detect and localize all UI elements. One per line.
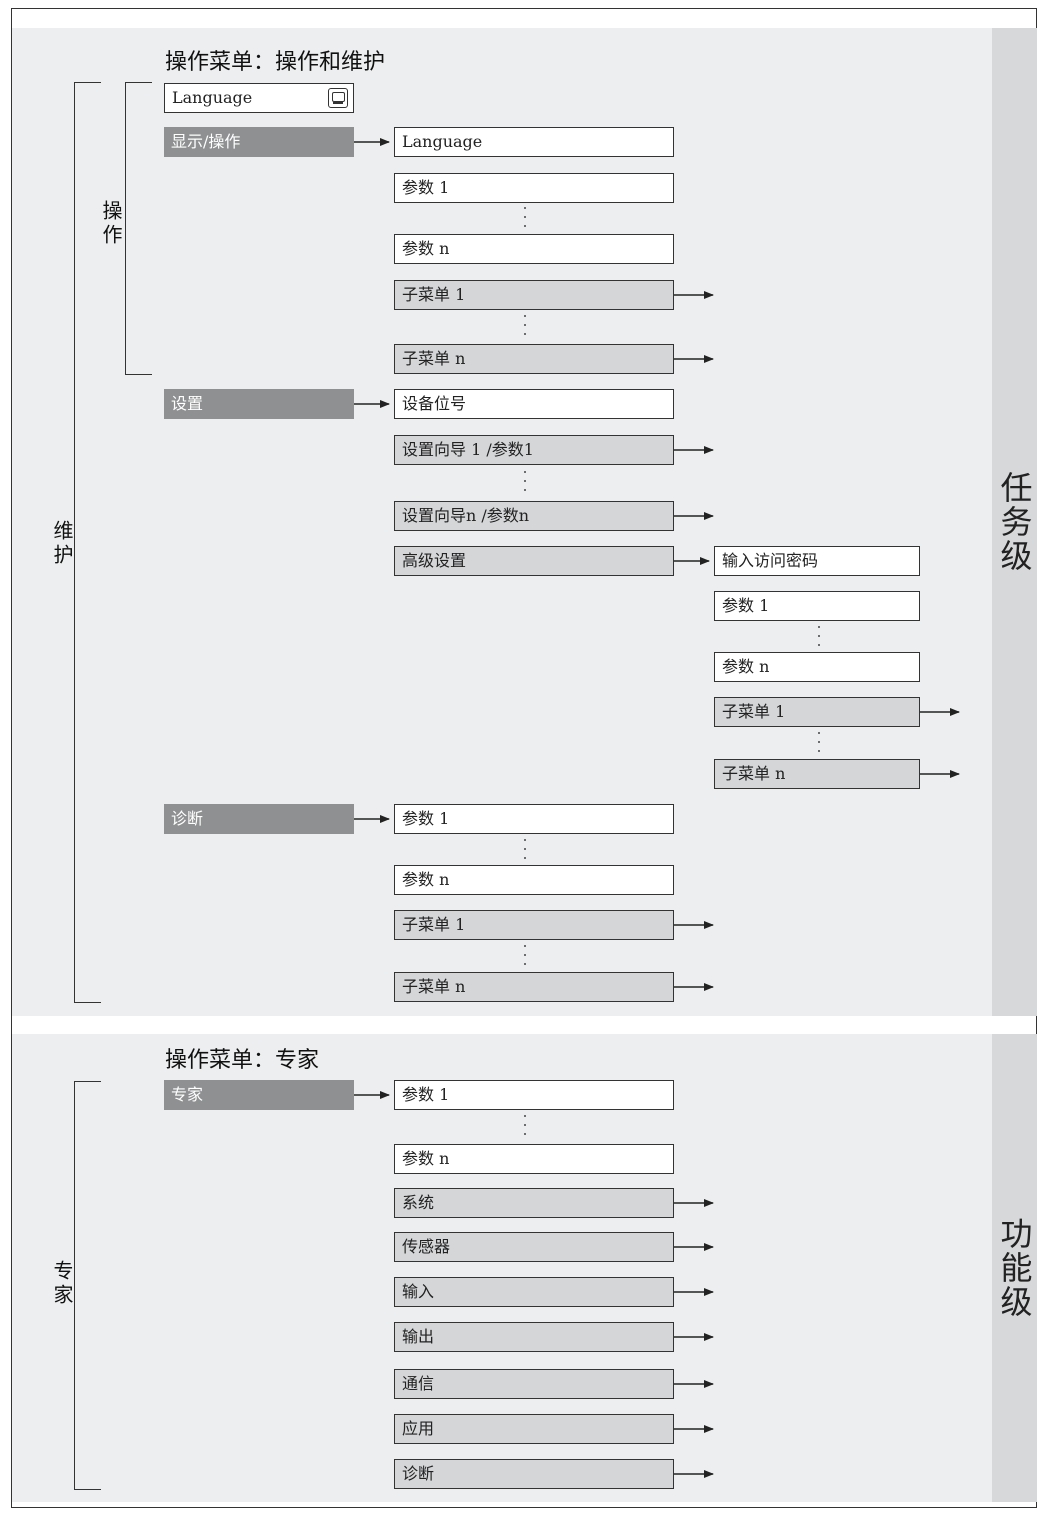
expert-item-communication[interactable]: 通信	[394, 1369, 674, 1399]
expert-item-param-n[interactable]: 参数 n	[394, 1144, 674, 1174]
diagnostics-item-param-n[interactable]: 参数 n	[394, 865, 674, 895]
advanced-item-param-1[interactable]: 参数 1	[714, 591, 920, 621]
language-box[interactable]: Language	[164, 83, 354, 113]
display-item-submenu-n[interactable]: 子菜单 n	[394, 344, 674, 374]
advanced-item-submenu-1[interactable]: 子菜单 1	[714, 697, 920, 727]
expert-item-diagnostics[interactable]: 诊断	[394, 1459, 674, 1489]
maintenance-label: 维护	[50, 520, 74, 568]
ellipsis-diagnostics-params	[523, 837, 527, 863]
display-icon	[328, 88, 348, 108]
menu-display-operation[interactable]: 显示/操作	[164, 127, 354, 157]
function-level-band: 功能级	[992, 1034, 1037, 1502]
display-item-param-1[interactable]: 参数 1	[394, 173, 674, 203]
expert-item-input[interactable]: 输入	[394, 1277, 674, 1307]
display-item-submenu-1[interactable]: 子菜单 1	[394, 280, 674, 310]
display-item-language[interactable]: Language	[394, 127, 674, 157]
expert-item-system[interactable]: 系统	[394, 1188, 674, 1218]
menu-expert[interactable]: 专家	[164, 1080, 354, 1110]
expert-bracket	[74, 1081, 101, 1490]
diagnostics-item-submenu-1[interactable]: 子菜单 1	[394, 910, 674, 940]
advanced-item-param-n[interactable]: 参数 n	[714, 652, 920, 682]
ellipsis-expert-params	[523, 1113, 527, 1139]
expert-item-application[interactable]: 应用	[394, 1414, 674, 1444]
ellipsis-setup-wizards	[523, 469, 527, 495]
operation-label: 操作	[99, 200, 123, 248]
ellipsis-diagnostics-submenus	[523, 943, 527, 969]
setup-item-advanced[interactable]: 高级设置	[394, 546, 674, 576]
diagnostics-item-submenu-n[interactable]: 子菜单 n	[394, 972, 674, 1002]
ellipsis-display-params	[523, 205, 527, 231]
expert-item-output[interactable]: 输出	[394, 1322, 674, 1352]
menu-setup[interactable]: 设置	[164, 389, 354, 419]
ellipsis-advanced-params	[817, 624, 821, 650]
expert-label: 专家	[50, 1260, 74, 1308]
ellipsis-advanced-submenus	[817, 730, 821, 756]
setup-item-wizard-n[interactable]: 设置向导n /参数n	[394, 501, 674, 531]
expert-item-param-1[interactable]: 参数 1	[394, 1080, 674, 1110]
ellipsis-display-submenus	[523, 313, 527, 339]
menu-diagnostics[interactable]: 诊断	[164, 804, 354, 834]
setup-item-wizard-1[interactable]: 设置向导 1 /参数1	[394, 435, 674, 465]
task-level-band: 任务级	[992, 28, 1037, 1016]
expert-menu-title: 操作菜单：专家	[165, 1048, 320, 1073]
advanced-item-submenu-n[interactable]: 子菜单 n	[714, 759, 920, 789]
task-level-label: 任务级	[995, 471, 1034, 573]
operation-bracket	[125, 82, 152, 375]
advanced-item-access-code[interactable]: 输入访问密码	[714, 546, 920, 576]
language-box-label: Language	[172, 88, 253, 107]
maintenance-bracket	[74, 82, 101, 1003]
function-level-label: 功能级	[995, 1217, 1034, 1319]
expert-item-sensor[interactable]: 传感器	[394, 1232, 674, 1262]
diagnostics-item-param-1[interactable]: 参数 1	[394, 804, 674, 834]
operation-menu-title: 操作菜单：操作和维护	[165, 50, 386, 75]
setup-item-device-tag[interactable]: 设备位号	[394, 389, 674, 419]
display-item-param-n[interactable]: 参数 n	[394, 234, 674, 264]
